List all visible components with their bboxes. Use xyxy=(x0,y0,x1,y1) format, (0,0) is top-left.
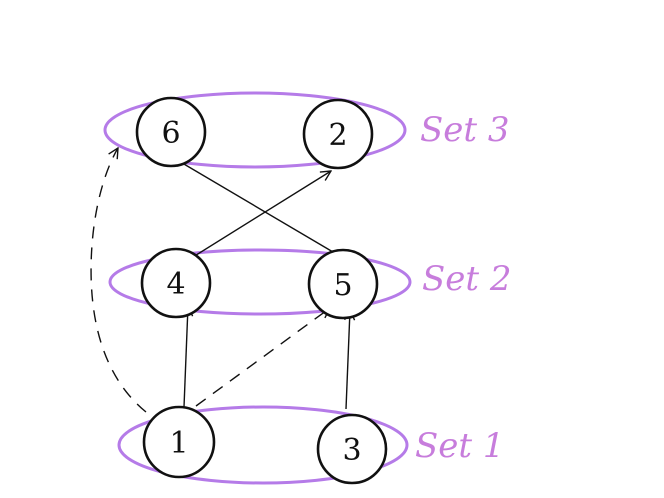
node-5-label: 5 xyxy=(333,268,352,303)
set-2-ellipse xyxy=(108,248,412,316)
edge-5-to-6 xyxy=(172,157,334,253)
node-3: 3 xyxy=(316,413,388,485)
set-1-ellipse xyxy=(117,405,409,485)
node-6: 6 xyxy=(135,96,207,168)
edge-4-to-2 xyxy=(192,171,331,258)
node-4-label: 4 xyxy=(166,267,185,302)
edge-1-to-6 xyxy=(90,148,147,413)
edge-3-to-5 xyxy=(346,310,350,410)
edge-1-to-4 xyxy=(184,306,188,408)
node-4: 4 xyxy=(140,247,212,319)
node-2-label: 2 xyxy=(328,118,347,153)
edges-group xyxy=(90,148,350,413)
set-1-label: Set 1 xyxy=(415,426,505,466)
set-3-label: Set 3 xyxy=(420,110,510,150)
node-6-label: 6 xyxy=(161,116,180,151)
set-3-ellipse xyxy=(103,91,407,169)
node-1: 1 xyxy=(142,405,216,479)
edge-1-to-5 xyxy=(195,308,330,407)
set-2-label: Set 2 xyxy=(422,259,512,299)
node-2: 2 xyxy=(302,98,374,170)
node-5: 5 xyxy=(307,248,379,320)
node-1-label: 1 xyxy=(169,426,188,461)
node-3-label: 3 xyxy=(342,433,361,468)
